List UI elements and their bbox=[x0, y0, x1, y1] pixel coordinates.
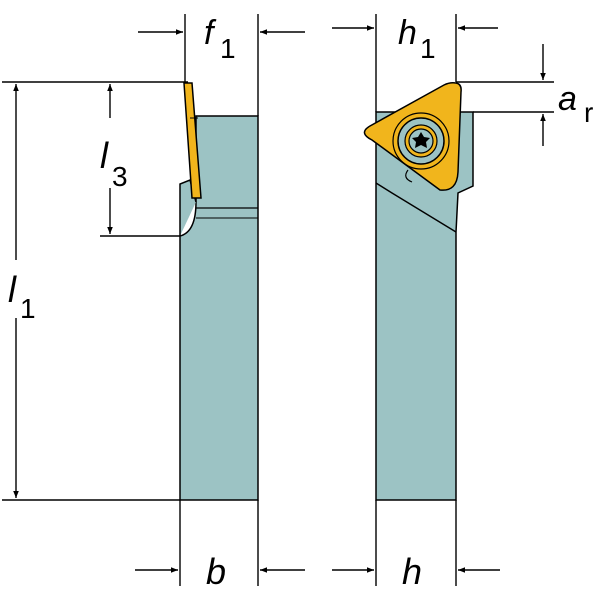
l1-label-sub: 1 bbox=[20, 293, 36, 324]
insert-icon bbox=[183, 82, 202, 199]
b-label: b bbox=[206, 551, 226, 592]
side-shank bbox=[179, 115, 259, 501]
h-label: h bbox=[402, 551, 422, 592]
h1-label: h bbox=[398, 14, 417, 52]
ar-label: a bbox=[558, 80, 577, 118]
h1-label-sub: 1 bbox=[420, 33, 436, 64]
front-shank bbox=[375, 111, 474, 501]
l3-label-sub: 3 bbox=[112, 161, 128, 192]
dimension-lines bbox=[13, 25, 546, 573]
side-view bbox=[179, 82, 259, 501]
front-view bbox=[363, 82, 474, 501]
f1-label: f bbox=[204, 14, 217, 52]
extension-lines bbox=[2, 14, 554, 586]
dimension-labels: f 1 h 1 a r l 3 l 1 b h bbox=[8, 14, 593, 592]
ar-label-sub: r bbox=[584, 97, 593, 128]
l1-label: l bbox=[8, 269, 17, 310]
chamfer-line bbox=[375, 182, 457, 233]
f1-label-sub: 1 bbox=[220, 33, 236, 64]
pin-mark bbox=[405, 169, 413, 183]
screw-icon bbox=[392, 112, 450, 170]
l3-label: l bbox=[100, 135, 109, 176]
